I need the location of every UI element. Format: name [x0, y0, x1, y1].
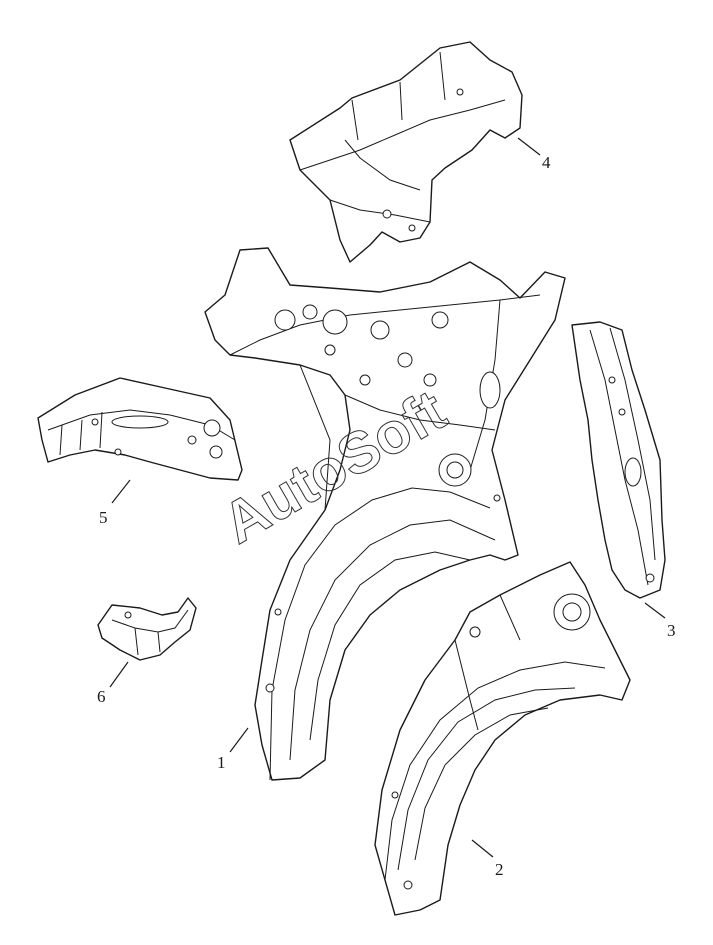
callout-2: 2	[495, 860, 504, 879]
leader-line-1	[229, 727, 249, 753]
leader-line-2	[471, 839, 494, 858]
callout-1: 1	[217, 753, 226, 772]
part-6-bracket	[97, 597, 197, 661]
part-5-side-rail	[37, 377, 243, 481]
leader-line-6	[109, 661, 129, 688]
part-3-reinforcement	[571, 321, 666, 599]
part-1-inner-quarter	[204, 247, 566, 781]
leader-line-3	[644, 602, 666, 619]
callout-6: 6	[97, 687, 106, 706]
leader-line-5	[111, 479, 131, 504]
part-4-upper-panel	[289, 41, 523, 263]
callout-4: 4	[542, 153, 551, 172]
part-2-wheelhouse	[374, 561, 631, 916]
callout-5: 5	[99, 508, 108, 527]
leader-line-4	[517, 137, 541, 156]
callout-3: 3	[667, 621, 676, 640]
